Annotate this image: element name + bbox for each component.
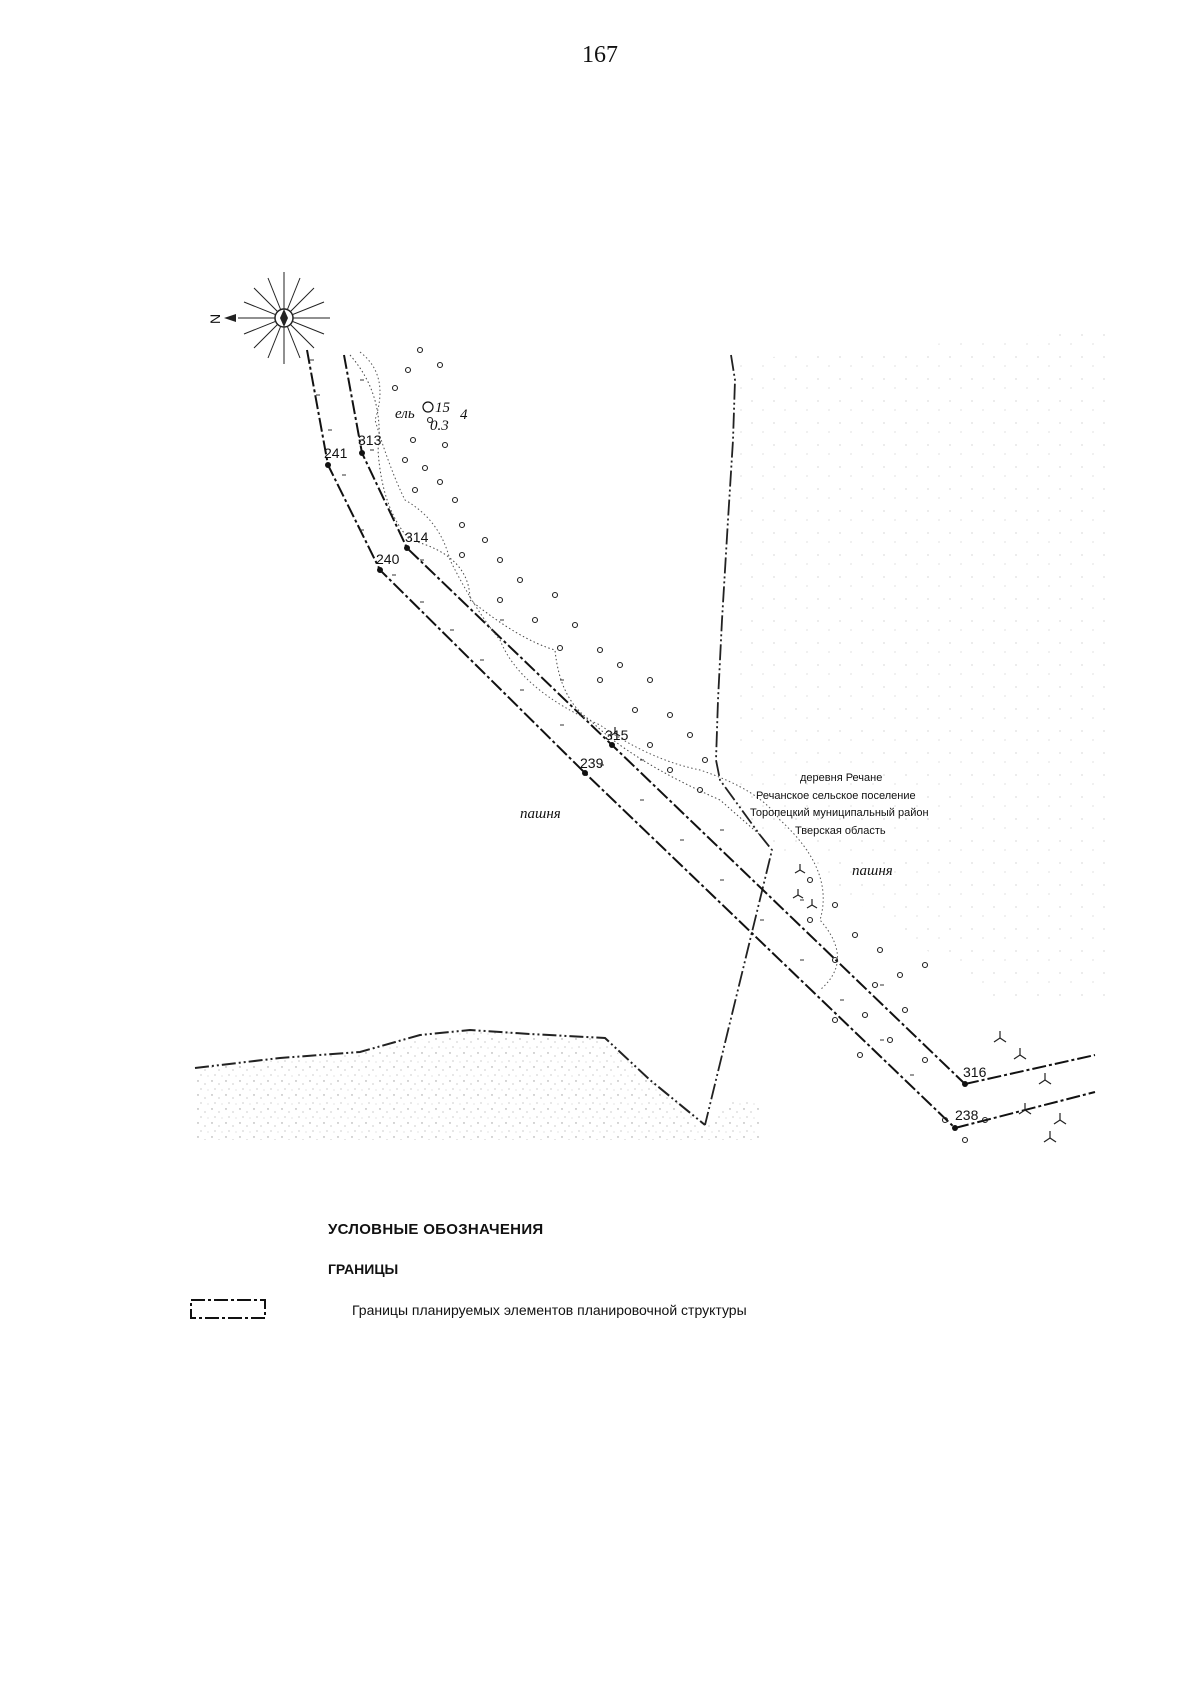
point-label-241: 241 [324,445,348,461]
settlement-info: деревня Речане Речанское сельское поселе… [750,772,929,837]
settlement-rural: Речанское сельское поселение [756,790,916,802]
compass-north-label: N [207,314,223,324]
tree-annotation: ель 15 4 0.3 [395,400,468,434]
forest-edge-line-2 [359,351,838,991]
planned-boundary-east [343,354,966,1085]
planned-boundary-east-stub [964,1054,1096,1085]
point-label-239: 239 [580,755,604,771]
stippled-area-east [735,330,1110,1000]
field-label-east: пашня [852,863,893,879]
forest-symbols [391,346,989,1144]
cadastral-map: N [194,272,1110,1144]
point-label-238: 238 [955,1107,979,1123]
legend-item-boundary-text: Границы планируемых элементов планировоч… [352,1302,747,1318]
point-label-313: 313 [358,432,382,448]
shrub-symbols [609,727,1067,1143]
legend-boundary-symbol [190,1299,266,1319]
tree-label: ель [395,406,415,422]
compass-rose-icon [224,272,330,364]
settlement-village: деревня Речане [800,772,882,784]
point-label-240: 240 [376,551,400,567]
field-label-west: пашня [520,806,561,822]
tree-diameter: 0.3 [430,418,449,434]
settlement-region: Тверская область [795,825,886,837]
tree-icon [422,401,434,413]
page-number: 167 [582,42,618,68]
point-label-314: 314 [405,529,429,545]
tree-height: 15 [435,400,451,416]
meadow-symbols [310,359,914,1076]
corner-point-markers [325,450,968,1131]
stippled-area-south [195,1030,760,1140]
legend-title: УСЛОВНЫЕ ОБОЗНАЧЕНИЯ [328,1221,544,1238]
point-label-315: 315 [605,727,629,743]
point-label-316: 316 [963,1064,987,1080]
legend-section-title: ГРАНИЦЫ [328,1261,399,1277]
village-boundary-line [704,354,773,1126]
settlement-district: Торопецкий муниципальный район [750,807,929,819]
tree-count: 4 [460,407,468,423]
southern-contour-line [194,1028,706,1126]
forest-edge-line [349,354,761,836]
